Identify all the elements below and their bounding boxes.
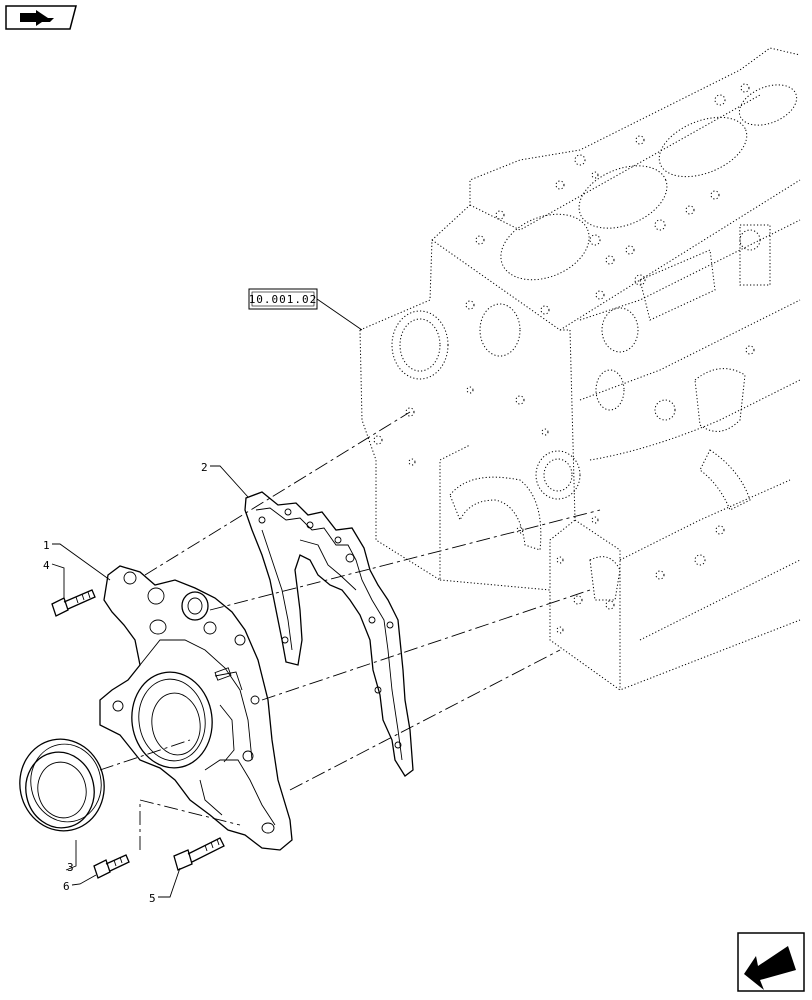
oil-seal xyxy=(19,738,105,832)
callout-leaders xyxy=(51,465,249,898)
alignment-lines xyxy=(99,411,601,850)
back-arrow-icon[interactable] xyxy=(737,932,805,992)
reference-box[interactable]: 10.001.02 xyxy=(248,288,318,310)
callout-2: 2 xyxy=(201,461,208,474)
bolt-part-4 xyxy=(51,589,96,617)
callout-labels: 1 2 3 4 5 6 xyxy=(43,461,208,905)
callout-5: 5 xyxy=(149,892,156,905)
engine-block xyxy=(359,47,801,691)
callout-6: 6 xyxy=(63,880,70,893)
callout-1: 1 xyxy=(43,539,50,552)
gasket xyxy=(244,491,414,777)
callout-4: 4 xyxy=(43,559,50,572)
callout-3: 3 xyxy=(67,861,74,874)
reference-box-label: 10.001.02 xyxy=(249,293,318,306)
bolt-part-6 xyxy=(93,854,130,879)
bolt-part-5 xyxy=(173,837,225,871)
front-cover xyxy=(99,565,293,851)
book-with-arrow-icon[interactable] xyxy=(5,5,77,30)
reference-leader xyxy=(316,298,363,331)
